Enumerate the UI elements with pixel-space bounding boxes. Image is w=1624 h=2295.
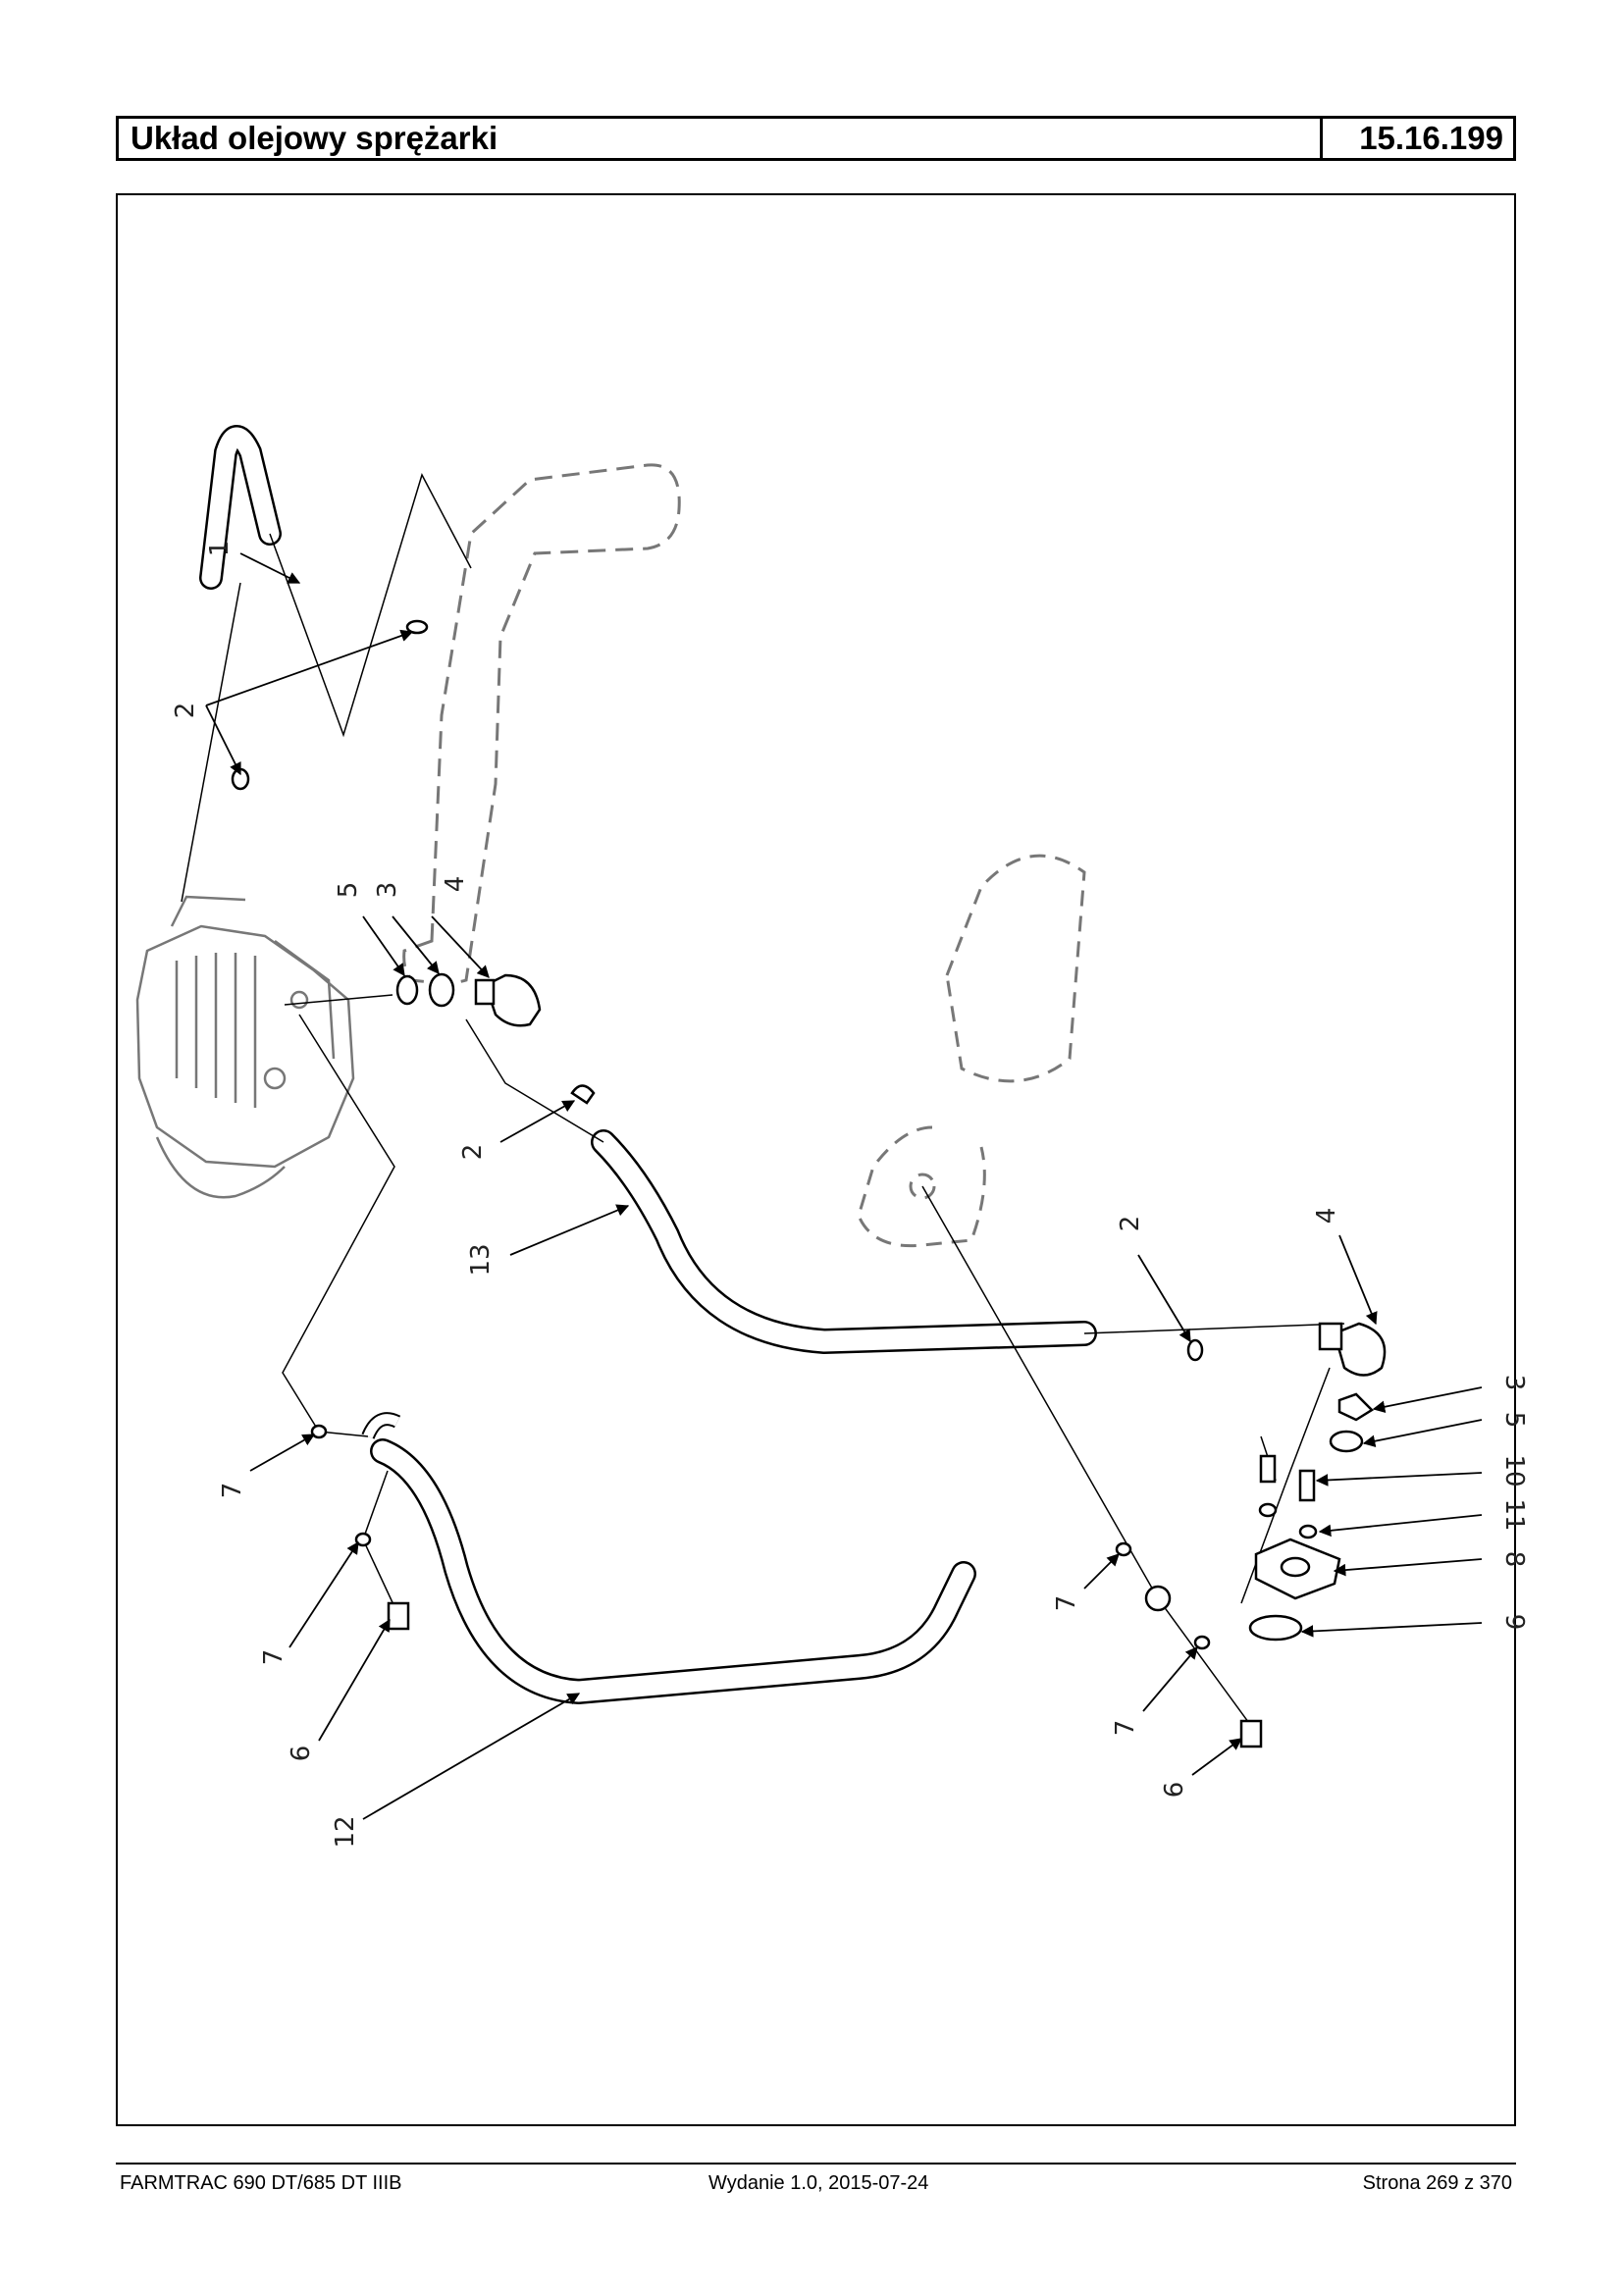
callout-6a: 6 xyxy=(287,1746,316,1762)
callout-3b: 3 xyxy=(1499,1375,1529,1391)
section-code: 15.16.199 xyxy=(1359,120,1503,156)
exploded-diagram: 1 2 5 3 4 2 13 2 4 3 5 10 11 8 9 7 7 6 1… xyxy=(116,193,1529,2126)
hose-13 xyxy=(591,1129,1097,1355)
callout-7b: 7 xyxy=(259,1649,288,1666)
callout-7a: 7 xyxy=(218,1483,247,1499)
callout-12: 12 xyxy=(331,1815,360,1848)
diagram-canvas: 1 2 5 3 4 2 13 2 4 3 5 10 11 8 9 7 7 6 1… xyxy=(135,425,1529,1849)
callout-11: 11 xyxy=(1499,1498,1529,1531)
hose-1 xyxy=(199,425,282,590)
callout-numbers: 1 2 5 3 4 2 13 2 4 3 5 10 11 8 9 7 7 6 1… xyxy=(171,541,1529,1849)
callout-1: 1 xyxy=(205,541,235,557)
callout-4a: 4 xyxy=(441,876,470,893)
callout-4b: 4 xyxy=(1312,1208,1341,1225)
compressor-block xyxy=(135,895,355,1199)
page-footer: FARMTRAC 690 DT/685 DT IIIB Wydanie 1.0,… xyxy=(116,2172,1516,2202)
callout-9: 9 xyxy=(1499,1614,1529,1631)
callout-5b: 5 xyxy=(1499,1412,1529,1429)
footer-divider xyxy=(116,2163,1516,2165)
footer-edition: Wydanie 1.0, 2015-07-24 xyxy=(708,2172,929,2194)
callout-10: 10 xyxy=(1499,1454,1529,1487)
callout-7d: 7 xyxy=(1111,1720,1140,1737)
hose-12 xyxy=(361,1412,976,1705)
phantom-filter xyxy=(857,854,1086,1248)
callout-3a: 3 xyxy=(373,882,402,899)
hardware xyxy=(231,619,1387,1748)
callout-2c: 2 xyxy=(1116,1216,1145,1232)
footer-model: FARMTRAC 690 DT/685 DT IIIB xyxy=(120,2172,402,2194)
callout-2a: 2 xyxy=(171,703,200,719)
callout-7c: 7 xyxy=(1052,1595,1081,1612)
page-header: Układ olejowy sprężarki 15.16.199 xyxy=(116,116,1516,161)
callout-5a: 5 xyxy=(334,882,363,899)
leader-arrows xyxy=(205,552,1483,1820)
callout-8: 8 xyxy=(1499,1551,1529,1568)
page-title: Układ olejowy sprężarki xyxy=(119,119,1323,158)
callout-2b: 2 xyxy=(458,1144,488,1161)
callout-13: 13 xyxy=(466,1243,496,1276)
footer-page-number: Strona 269 z 370 xyxy=(1362,2172,1512,2194)
callout-6b: 6 xyxy=(1160,1782,1189,1799)
phantom-pipe xyxy=(402,463,681,984)
